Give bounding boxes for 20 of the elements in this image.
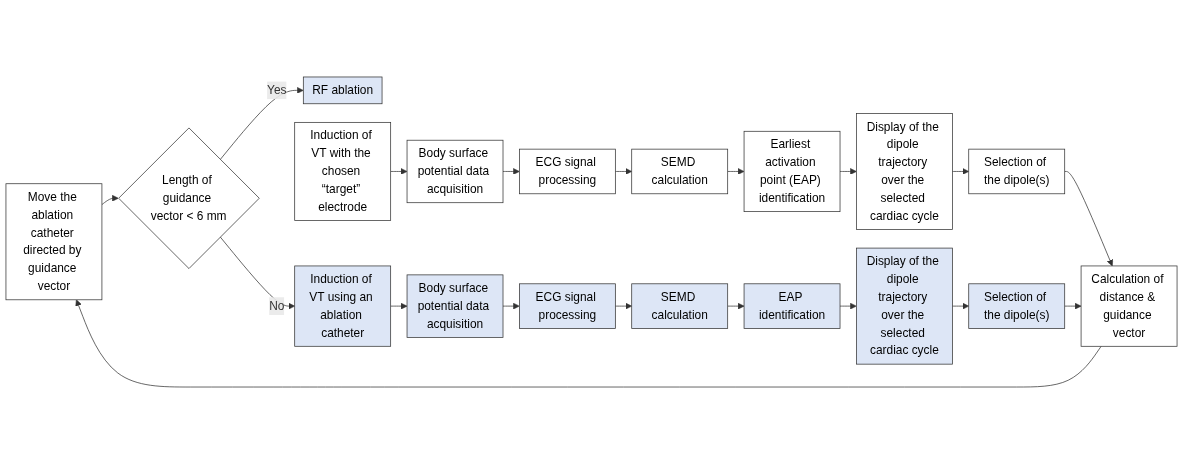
node-box: Display of the dipole trajectory over the selected cardiac cycle: [856, 113, 953, 230]
node-box: Move the ablation catheter directed by guidance vector: [5, 183, 103, 301]
edge-label: Yes: [267, 83, 287, 97]
node-box: Selection of the dipole(s): [968, 283, 1066, 329]
edge-label: No: [269, 299, 285, 313]
node-box: ECG signal processing: [519, 148, 616, 195]
node-box: SEMD calculation: [631, 148, 729, 195]
node-diamond: Length of guidance vector < 6 mm: [118, 127, 260, 269]
node-box: EAP identification: [743, 283, 841, 329]
node-box: ECG signal processing: [519, 283, 616, 329]
node-box: Body surface potential data acquisition: [406, 139, 504, 204]
node-box: Body surface potential data acquisition: [406, 274, 504, 338]
node-box: Calculation of distance & guidance vector: [1080, 265, 1178, 347]
node-box: Display of the dipole trajectory over the selected cardiac cycle: [856, 247, 953, 365]
node-box: Earliest activation point (EAP) identification: [743, 130, 841, 212]
node-box: RF ablation: [302, 76, 383, 105]
node-box: Induction of VT with the chosen “target” electrode: [294, 122, 392, 221]
node-box: Induction of VT using an ablation catheter: [294, 265, 392, 347]
node-box: Selection of the dipole(s): [968, 148, 1066, 195]
node-box: SEMD calculation: [631, 283, 729, 329]
